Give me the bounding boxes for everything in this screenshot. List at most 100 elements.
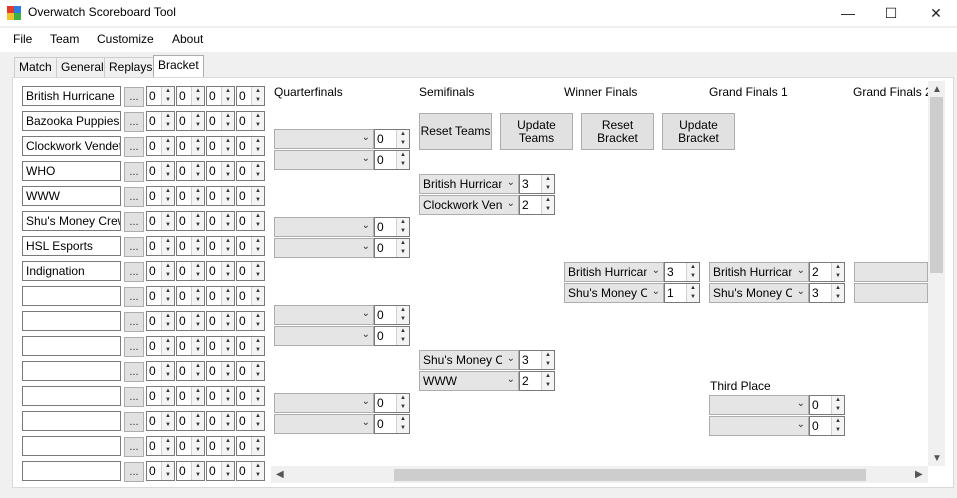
team-score-stepper[interactable]: 0▲▼: [146, 436, 175, 456]
spin-down-icon[interactable]: ▼: [192, 371, 204, 380]
semifinal-score-stepper[interactable]: 2▲▼: [519, 195, 555, 215]
browse-button[interactable]: ...: [124, 387, 144, 407]
semifinal-team-select[interactable]: Shu's Money Crew⌄: [419, 350, 519, 370]
spin-down-icon[interactable]: ▼: [162, 171, 174, 180]
team-score-stepper-arrows[interactable]: ▲▼: [161, 237, 174, 255]
spin-down-icon[interactable]: ▼: [162, 146, 174, 155]
spin-up-icon[interactable]: ▲: [192, 187, 204, 196]
team-score-stepper[interactable]: 0▲▼: [176, 436, 205, 456]
spin-down-icon[interactable]: ▼: [252, 271, 264, 280]
spin-up-icon[interactable]: ▲: [222, 437, 234, 446]
spin-down-icon[interactable]: ▼: [252, 446, 264, 455]
scroll-right-icon[interactable]: ▶: [915, 469, 923, 480]
spin-up-icon[interactable]: ▲: [192, 237, 204, 246]
team-score-stepper-arrows[interactable]: ▲▼: [251, 462, 264, 480]
team-score-stepper[interactable]: 0▲▼: [236, 386, 265, 406]
team-score-stepper-arrows[interactable]: ▲▼: [221, 362, 234, 380]
team-score-stepper-arrows[interactable]: ▲▼: [161, 462, 174, 480]
team-score-stepper-arrows[interactable]: ▲▼: [221, 212, 234, 230]
team-score-stepper-arrows[interactable]: ▲▼: [161, 137, 174, 155]
team-score-stepper-arrows[interactable]: ▲▼: [191, 462, 204, 480]
spin-up-icon[interactable]: ▲: [162, 412, 174, 421]
team-score-stepper-arrows[interactable]: ▲▼: [221, 112, 234, 130]
team-name-field[interactable]: [22, 386, 121, 406]
browse-button[interactable]: ...: [124, 362, 144, 382]
spin-up-icon[interactable]: ▲: [252, 112, 264, 121]
spin-down-icon[interactable]: ▼: [397, 248, 409, 257]
team-score-stepper[interactable]: 0▲▼: [146, 461, 175, 481]
spin-up-icon[interactable]: ▲: [832, 396, 844, 405]
spin-down-icon[interactable]: ▼: [397, 139, 409, 148]
close-button[interactable]: ✕: [930, 4, 942, 21]
team-score-stepper[interactable]: 0▲▼: [176, 136, 205, 156]
browse-button[interactable]: ...: [124, 162, 144, 182]
tab-replays[interactable]: Replays: [104, 57, 158, 77]
team-score-stepper[interactable]: 0▲▼: [176, 236, 205, 256]
team-name-field[interactable]: Indignation: [22, 261, 121, 281]
spin-down-icon[interactable]: ▼: [397, 336, 409, 345]
spin-down-icon[interactable]: ▼: [162, 271, 174, 280]
spin-down-icon[interactable]: ▼: [222, 396, 234, 405]
team-score-stepper[interactable]: 0▲▼: [146, 86, 175, 106]
team-score-stepper-arrows[interactable]: ▲▼: [251, 237, 264, 255]
team-score-stepper[interactable]: 0▲▼: [206, 261, 235, 281]
team-name-field[interactable]: HSL Esports: [22, 236, 121, 256]
spin-down-icon[interactable]: ▼: [252, 96, 264, 105]
grand-finals-1-team-select[interactable]: Shu's Money Crew⌄: [709, 283, 809, 303]
team-score-stepper[interactable]: 0▲▼: [236, 211, 265, 231]
team-score-stepper-arrows[interactable]: ▲▼: [251, 87, 264, 105]
team-score-stepper-arrows[interactable]: ▲▼: [221, 137, 234, 155]
team-score-stepper-arrows[interactable]: ▲▼: [191, 212, 204, 230]
spin-down-icon[interactable]: ▼: [222, 221, 234, 230]
menu-file[interactable]: File: [13, 32, 33, 46]
spin-up-icon[interactable]: ▲: [222, 337, 234, 346]
spin-up-icon[interactable]: ▲: [252, 237, 264, 246]
team-score-stepper[interactable]: 0▲▼: [206, 386, 235, 406]
spin-down-icon[interactable]: ▼: [252, 221, 264, 230]
team-score-stepper[interactable]: 0▲▼: [236, 286, 265, 306]
spin-up-icon[interactable]: ▲: [162, 112, 174, 121]
team-score-stepper-arrows[interactable]: ▲▼: [191, 412, 204, 430]
third-place-score-stepper[interactable]: 0▲▼: [809, 416, 845, 436]
tab-bracket[interactable]: Bracket: [153, 55, 204, 78]
spin-up-icon[interactable]: ▲: [222, 312, 234, 321]
team-score-stepper[interactable]: 0▲▼: [146, 261, 175, 281]
quarterfinal-team-select[interactable]: ⌄: [274, 414, 374, 434]
spin-up-icon[interactable]: ▲: [687, 284, 699, 293]
browse-button[interactable]: ...: [124, 112, 144, 132]
spin-up-icon[interactable]: ▲: [192, 212, 204, 221]
update-bracket-button[interactable]: Update Bracket: [662, 113, 735, 150]
winner-finals-score-stepper-arrows[interactable]: ▲▼: [686, 263, 699, 281]
team-score-stepper-arrows[interactable]: ▲▼: [221, 337, 234, 355]
browse-button[interactable]: ...: [124, 137, 144, 157]
team-score-stepper-arrows[interactable]: ▲▼: [191, 262, 204, 280]
spin-down-icon[interactable]: ▼: [192, 171, 204, 180]
semifinal-score-stepper[interactable]: 3▲▼: [519, 350, 555, 370]
spin-down-icon[interactable]: ▼: [252, 196, 264, 205]
spin-up-icon[interactable]: ▲: [252, 362, 264, 371]
quarterfinal-team-select[interactable]: ⌄: [274, 393, 374, 413]
spin-up-icon[interactable]: ▲: [252, 187, 264, 196]
spin-up-icon[interactable]: ▲: [222, 287, 234, 296]
spin-up-icon[interactable]: ▲: [222, 112, 234, 121]
spin-down-icon[interactable]: ▼: [162, 396, 174, 405]
team-score-stepper[interactable]: 0▲▼: [236, 461, 265, 481]
spin-down-icon[interactable]: ▼: [397, 227, 409, 236]
team-score-stepper[interactable]: 0▲▼: [236, 311, 265, 331]
team-score-stepper[interactable]: 0▲▼: [236, 236, 265, 256]
team-name-field[interactable]: [22, 336, 121, 356]
spin-down-icon[interactable]: ▼: [192, 196, 204, 205]
quarterfinal-score-stepper-arrows[interactable]: ▲▼: [396, 394, 409, 412]
spin-up-icon[interactable]: ▲: [162, 187, 174, 196]
team-score-stepper-arrows[interactable]: ▲▼: [251, 137, 264, 155]
spin-down-icon[interactable]: ▼: [252, 471, 264, 480]
team-score-stepper-arrows[interactable]: ▲▼: [251, 162, 264, 180]
spin-down-icon[interactable]: ▼: [252, 296, 264, 305]
tab-match[interactable]: Match: [14, 57, 57, 77]
spin-down-icon[interactable]: ▼: [162, 296, 174, 305]
team-score-stepper[interactable]: 0▲▼: [176, 86, 205, 106]
team-score-stepper-arrows[interactable]: ▲▼: [191, 337, 204, 355]
quarterfinal-score-stepper-arrows[interactable]: ▲▼: [396, 327, 409, 345]
team-score-stepper-arrows[interactable]: ▲▼: [251, 287, 264, 305]
spin-up-icon[interactable]: ▲: [162, 312, 174, 321]
